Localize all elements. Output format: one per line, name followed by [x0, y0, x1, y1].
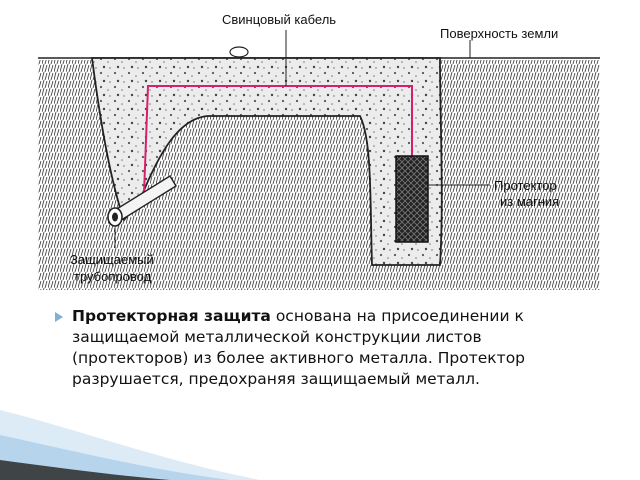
label-protector-line2: из магния: [500, 194, 559, 209]
magnesium-protector: [395, 155, 429, 243]
protector-diagram: Свинцовый кабель Поверхность земли Проте…: [38, 12, 600, 290]
label-pipe-line2: трубопровод: [74, 269, 152, 284]
label-ground-surface: Поверхность земли: [440, 26, 558, 41]
bullet-paragraph: Протекторная защита основана на присоеди…: [72, 306, 542, 390]
decorative-swoosh: [0, 410, 260, 480]
trench-soil: [90, 57, 443, 266]
stone: [229, 46, 249, 58]
lead-cable: [143, 85, 413, 195]
bold-term: Протекторная защита: [72, 307, 271, 325]
protected-pipe: [107, 175, 177, 227]
label-pipe-line1: Защищаемый: [70, 252, 154, 267]
bullet-arrow-icon: [55, 312, 63, 322]
bullet-item: Протекторная защита основана на присоеди…: [55, 306, 542, 390]
body-text: основана на присоединении к защищаемой м…: [72, 307, 526, 388]
label-protector-line1: Протектор: [494, 178, 557, 193]
label-lead-cable: Свинцовый кабель: [222, 12, 336, 27]
